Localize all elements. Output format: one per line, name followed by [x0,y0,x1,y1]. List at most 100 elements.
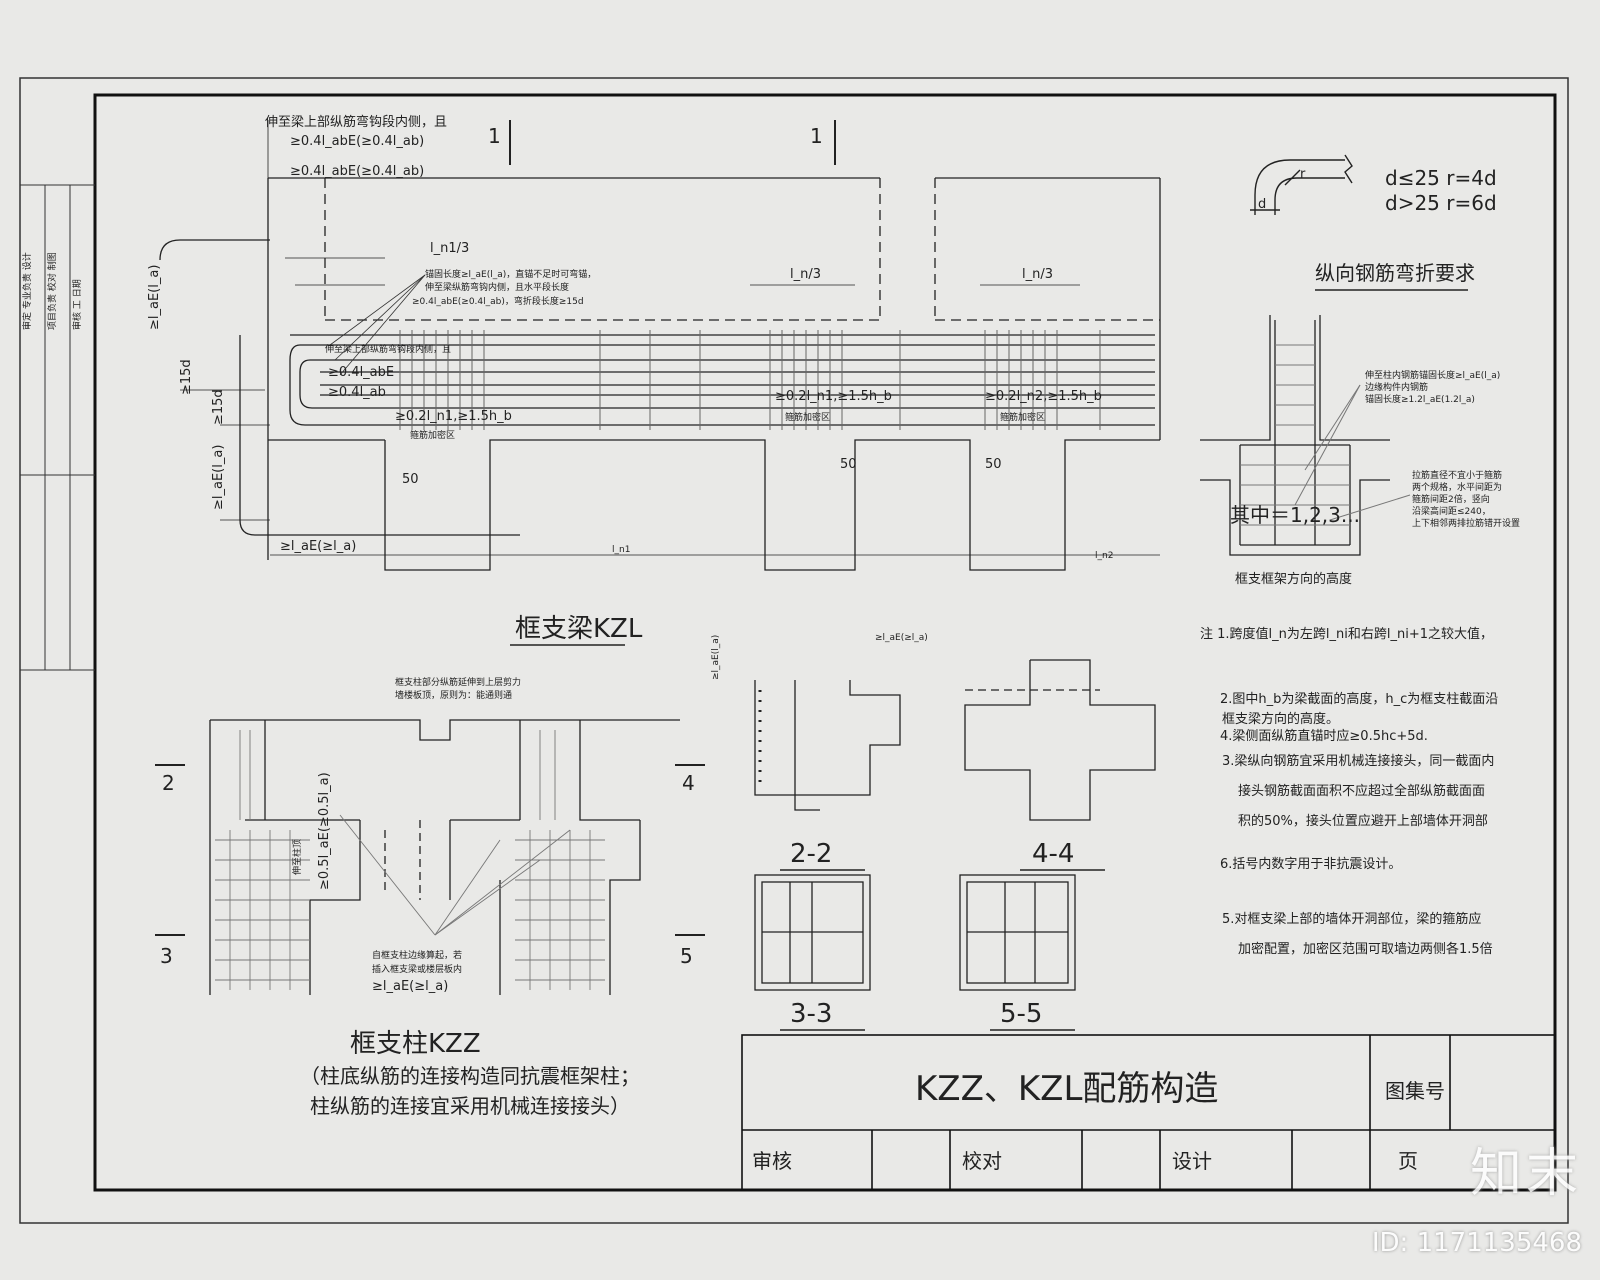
kzl-dim-04b: ≥0.4l_ab [328,385,386,400]
kzl-ln1: l_n1 [612,545,630,555]
section-3-3 [754,874,871,991]
kzl-stirrup-grid [399,330,1101,430]
kzl-dense1: ≥0.2l_n1,≥1.5h_b [395,409,512,424]
kzz-mid-note1: 伸至柱顶 [291,839,303,875]
kzl-d15a: ≥15d [179,359,194,395]
frame-height-stirrups [1240,344,1411,526]
fh-title: 框支框架方向的高度 [1235,571,1352,587]
cut-5: 5 [680,944,693,968]
kzl-inner-note: 伸至梁上部纵筋弯钩段内侧，且 [325,343,451,355]
cut-2: 2 [162,771,175,795]
section-33-label: 3-3 [790,999,832,1029]
kzz-top-note2: 墙楼板顶，原则为：能通则通 [395,689,512,701]
note-3c: 积的50%，接头位置应避开上部墙体开洞部 [1238,813,1488,829]
section-4-4 [964,659,1156,821]
kzz-title: 框支柱KZZ [350,1029,481,1059]
frame-height-drawing [1200,315,1390,556]
kzz-anchor3: ≥l_aE(≥l_a) [372,979,448,994]
note-2b: 框支梁方向的高度。 [1222,711,1339,727]
section-44-label: 4-4 [1032,839,1074,869]
bend-r: r [1300,167,1306,182]
kzl-title: 框支梁KZL [515,614,643,644]
title-design: 设计 [1172,1149,1212,1173]
kzl-dlae: ≥l_aE(l_a) [211,445,226,510]
bend-title: 纵向钢筋弯折要求 [1315,261,1475,285]
kzl-d15b: ≥15d [211,389,226,425]
kzl-ln3-a: l_n/3 [790,267,821,282]
bend-rule1: d≤25 r=4d [1385,166,1497,190]
kzl-beam-drawing [159,120,1161,571]
fh-note-c: 锚固长度≥1.2l_aE(1.2l_a) [1365,393,1475,405]
cut-1-right: 1 [810,124,823,148]
title-check: 校对 [962,1149,1002,1173]
section-22-label: 2-2 [790,839,832,869]
fh-side2: 两个规格，水平间距为 [1412,481,1502,493]
kzl-dlae-bottom: ≥l_aE(≥l_a) [280,539,356,554]
kzl-ln1-3: l_n1/3 [430,241,469,256]
kzl-ln3-b: l_n/3 [1022,267,1053,282]
kzl-ln2: l_n2 [1095,551,1113,561]
kzl-dlae-left: ≥l_aE(l_a) [147,265,162,330]
kzl-dense1-label: 箍筋加密区 [410,429,455,441]
watermark-brand: 知末 [1469,1144,1582,1204]
fh-note-b: 边缘构件内钢筋 [1365,381,1428,393]
kzl-50b: 50 [840,457,857,472]
kzl-note1: 伸至梁上部纵筋弯钩段内侧，且 [265,114,447,130]
bend-d: d [1258,197,1266,212]
kzl-dim-04a: ≥0.4l_abE [328,365,394,380]
left-strip-row1: 审定 专业负责 设计 [21,252,33,330]
left-info-strip [20,184,95,671]
title-atlas-label: 图集号 [1385,1079,1445,1103]
title-block [741,1034,1556,1191]
kzl-note2: ≥0.4l_abE(≥0.4l_ab) [290,134,424,149]
fh-side4: 沿梁高间距≤240， [1412,505,1491,517]
title-page: 页 [1398,1149,1418,1173]
kzl-leaders [329,274,426,376]
fh-mid: 其中＝1,2,3... [1230,503,1360,527]
kzz-top-note1: 框支柱部分纵筋延伸到上层剪力 [395,676,521,688]
fh-side3: 箍筋间距2倍，竖向 [1412,493,1490,505]
section-2-2 [754,680,901,811]
left-strip-row2: 项目负责 校对 制图 [46,252,58,330]
fh-note-a: 伸至柱内钢筋锚固长度≥l_aE(l_a) [1365,369,1500,381]
note-3a: 3.梁纵向钢筋宜采用机械连接接头，同一截面内 [1222,753,1494,769]
kzz-column-drawing [155,719,705,995]
kzz-hatch [215,730,605,990]
title-main: KZZ、KZL配筋构造 [915,1069,1218,1109]
bend-req-drawing [1250,154,1353,215]
fh-side5: 上下相邻两排拉筋错开设置 [1412,517,1520,529]
kzz-anchor1: 自框支柱边缘算起，若 [372,949,462,961]
note-4: 4.梁侧面纵筋直锚时应≥0.5hc+5d. [1220,728,1428,744]
note-6: 6.括号内数字用于非抗震设计。 [1220,856,1401,872]
kzl-dense3-label: 箍筋加密区 [1000,411,1045,423]
kzl-dense2-label: 箍筋加密区 [785,411,830,423]
note-5b: 加密配置，加密区范围可取墙边两侧各1.5倍 [1238,941,1493,957]
bend-rule2: d>25 r=6d [1385,191,1497,215]
watermark-id: ID: 1171135468 [1371,1228,1582,1258]
cut-3: 3 [160,944,173,968]
dim-lae-section: ≥l_aE(l_a) [711,635,721,680]
kzl-dense2: ≥0.2l_n1,≥1.5h_b [775,389,892,404]
kzz-anchor2: 插入框支梁或楼层板内 [372,963,462,975]
title-review: 审核 [752,1149,792,1173]
kzz-mid-note2: ≥0.5l_aE(≥0.5l_a) [317,772,332,890]
kzz-sub2: 柱纵筋的连接宜采用机械连接接头） [310,1094,630,1118]
note-5a: 5.对框支梁上部的墙体开洞部位，梁的箍筋应 [1222,911,1481,927]
dim-lae-section2: ≥l_aE(≥l_a) [875,633,928,643]
section-55-label: 5-5 [1000,999,1042,1029]
kzl-50c: 50 [985,457,1002,472]
outer-frame [19,77,1569,1224]
cut-4: 4 [682,771,695,795]
fh-side1: 拉筋直径不宜小于箍筋 [1412,469,1502,481]
section-5-5 [959,874,1076,991]
kzl-anchor-note3: ≥0.4l_abE(≥0.4l_ab)，弯折段长度≥15d [412,295,584,307]
kzl-dense3: ≥0.2l_n2,≥1.5h_b [985,389,1102,404]
cut-1-left: 1 [488,124,501,148]
kzl-50a: 50 [402,472,419,487]
note-2: 2.图中h_b为梁截面的高度，h_c为框支柱截面沿 [1220,691,1498,707]
note-3b: 接头钢筋截面面积不应超过全部纵筋截面面 [1238,783,1485,799]
kzl-dim-top: ≥0.4l_abE(≥0.4l_ab) [290,164,424,179]
kzz-sub1: （柱底纵筋的连接构造同抗震框架柱； [300,1064,640,1088]
kzl-anchor-note1: 锚固长度≥l_aE(l_a)，直锚不足时可弯锚， [425,268,596,280]
